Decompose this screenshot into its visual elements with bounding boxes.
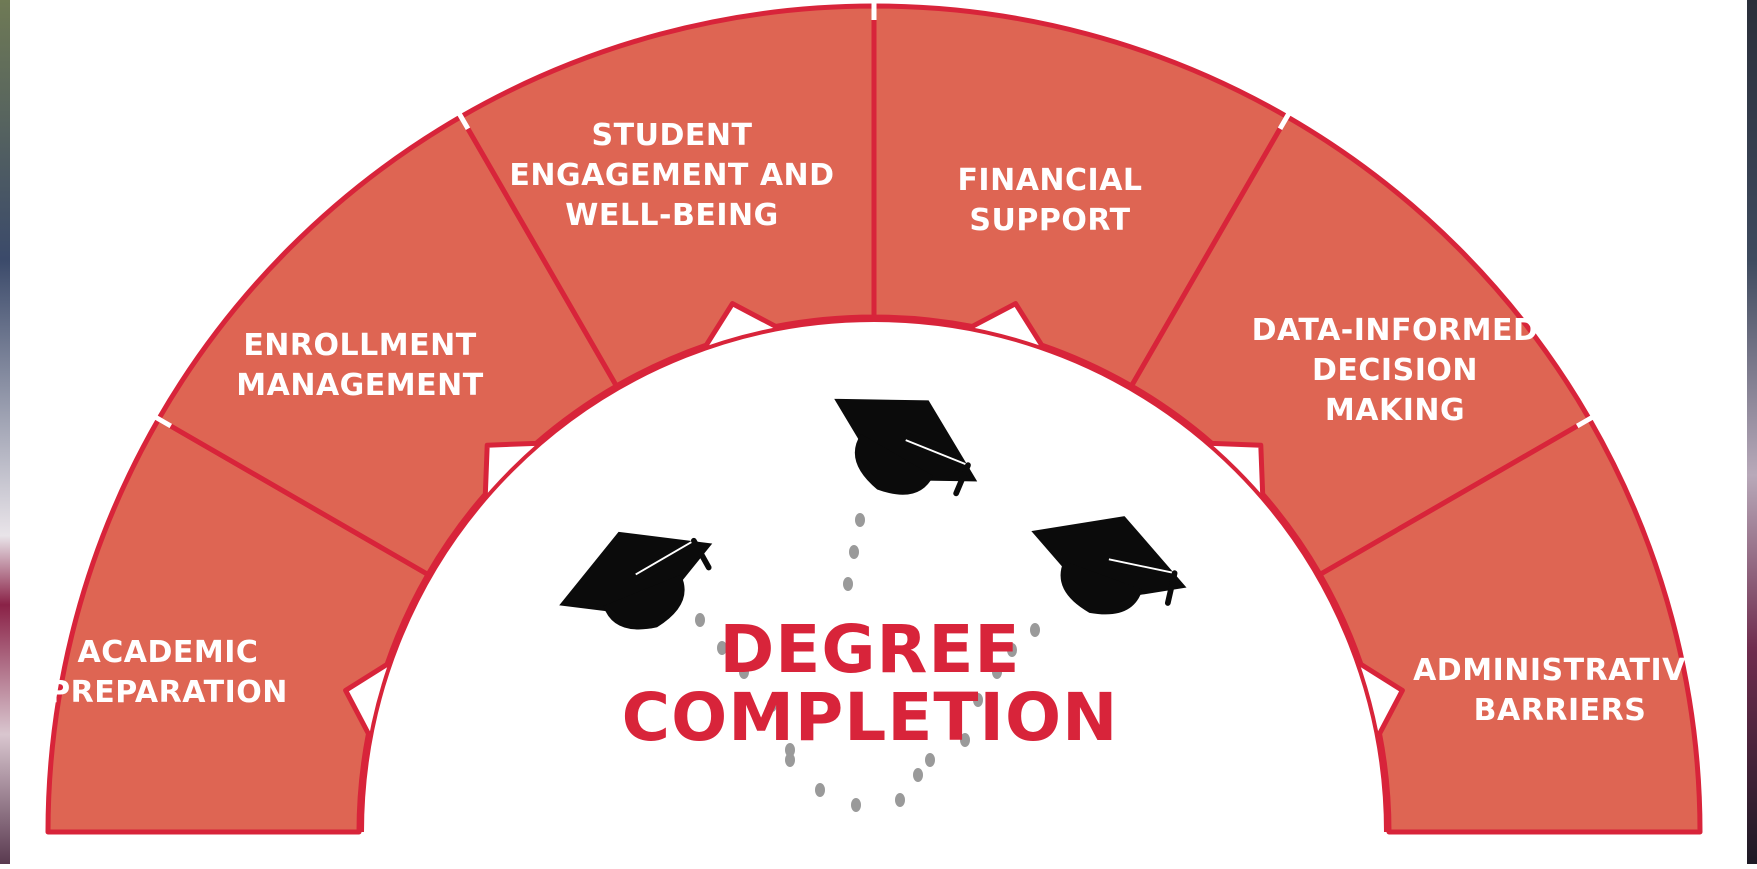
trail-dot — [695, 613, 705, 627]
trail-dot — [1030, 623, 1040, 637]
trail-dot — [913, 768, 923, 782]
inner-rim — [360, 318, 1388, 833]
trail-dot — [992, 665, 1002, 679]
trail-dot — [849, 545, 859, 559]
trail-dot — [851, 798, 861, 812]
trail-dot — [960, 733, 970, 747]
trail-dot — [973, 693, 983, 707]
graduation-cap-icon-right — [1009, 485, 1205, 642]
trail-dot — [895, 793, 905, 807]
trail-dot — [767, 698, 777, 712]
background-photo-strip-right — [1747, 0, 1757, 864]
graduation-cap-icon-left — [539, 498, 737, 659]
arch-segment-6 — [1317, 416, 1703, 835]
trail-dot — [717, 641, 727, 655]
center-title-degree: DEGREE — [719, 611, 1020, 688]
trail-dot — [1007, 643, 1017, 657]
segment-divider-tick — [1277, 111, 1292, 131]
trail-dot — [925, 753, 935, 767]
graduation-cap-icon-top — [803, 356, 1003, 532]
bottom-band — [0, 835, 1757, 864]
trail-dot — [815, 783, 825, 797]
dotted-paths — [695, 513, 1040, 812]
segment-divider-tick — [1575, 414, 1595, 429]
center-title-completion: COMPLETION — [622, 679, 1119, 756]
segment-divider-tick — [153, 414, 173, 429]
segment-divider-tick — [456, 111, 471, 131]
background-photo-strip-left — [0, 0, 10, 864]
trail-dot — [739, 665, 749, 679]
trail-dot — [785, 753, 795, 767]
trail-dot — [785, 743, 795, 757]
trail-dot — [855, 513, 865, 527]
trail-dot — [843, 577, 853, 591]
